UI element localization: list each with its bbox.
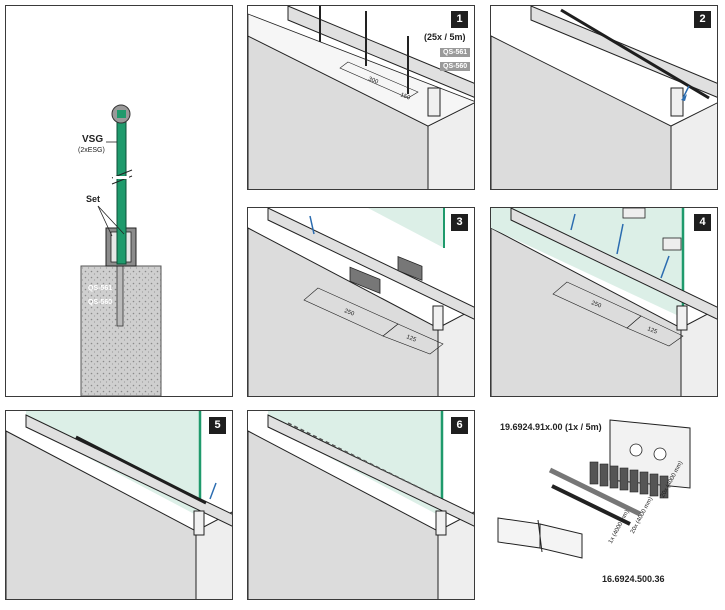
clip-set xyxy=(589,461,669,499)
kit-drawing xyxy=(497,419,691,559)
step-4-panel: 250 125 4 xyxy=(490,207,718,397)
set-label: Set xyxy=(86,194,101,204)
step-1-tag-b: QS-560 xyxy=(440,62,471,71)
anchor-bolt xyxy=(116,263,124,327)
step-6-drawing xyxy=(248,411,474,599)
kit-area: 19.6924.91x.00 (1x / 5m) 20x (4000 mm) 2… xyxy=(490,410,720,605)
step-4-dim-a: 250 xyxy=(590,300,602,310)
step-2-badge: 2 xyxy=(694,11,711,28)
glass-label: VSG xyxy=(82,134,104,145)
step-3-panel: 250 125 3 xyxy=(247,207,475,397)
step-1-tag-a: QS-561 xyxy=(440,48,471,57)
step-4-badge: 4 xyxy=(694,214,711,231)
step-2-panel: 2 xyxy=(490,5,718,190)
kit-profile-code: 16.6924.500.36 xyxy=(602,574,665,584)
overview-panel: VSG (2xESG) Set QS-561 QS-560 xyxy=(5,5,233,397)
step-1-spec: (25x / 5m) xyxy=(424,32,466,42)
profile-b-label: QS-560 xyxy=(88,299,113,306)
step-1-drawing: 300 150 xyxy=(248,6,474,189)
step-5-drawing xyxy=(6,411,232,599)
step-3-clip-b xyxy=(397,256,423,281)
step-3-badge: 3 xyxy=(451,214,468,231)
profile-a-label: QS-561 xyxy=(88,285,113,292)
step-3-clip-a xyxy=(349,266,381,294)
step-1-badge: 1 xyxy=(451,11,468,28)
step-6-panel: 6 xyxy=(247,410,475,600)
step-3-drawing: 250 125 xyxy=(248,208,474,396)
step-2-drawing xyxy=(491,6,717,189)
kit-set-code: 19.6924.91x.00 (1x / 5m) xyxy=(500,422,602,432)
step-5-panel: 5 xyxy=(5,410,233,600)
glass-sublabel: (2xESG) xyxy=(78,147,105,154)
step-1-dim-b: 150 xyxy=(399,92,411,102)
step-1-dim-a: 300 xyxy=(367,76,379,86)
step-1-panel: 300 150 1 (25x / 5m) QS-561 QS-560 xyxy=(247,5,475,190)
glass-pane xyxy=(116,113,127,265)
step-3-dim-b: 125 xyxy=(405,334,417,344)
step-4-dim-b: 125 xyxy=(646,326,658,336)
overview-drawing xyxy=(80,104,162,396)
step-6-badge: 6 xyxy=(451,417,468,434)
step-3-dim-a: 250 xyxy=(343,308,355,318)
step-4-drawing: 250 125 xyxy=(491,208,717,396)
step-5-badge: 5 xyxy=(209,417,226,434)
